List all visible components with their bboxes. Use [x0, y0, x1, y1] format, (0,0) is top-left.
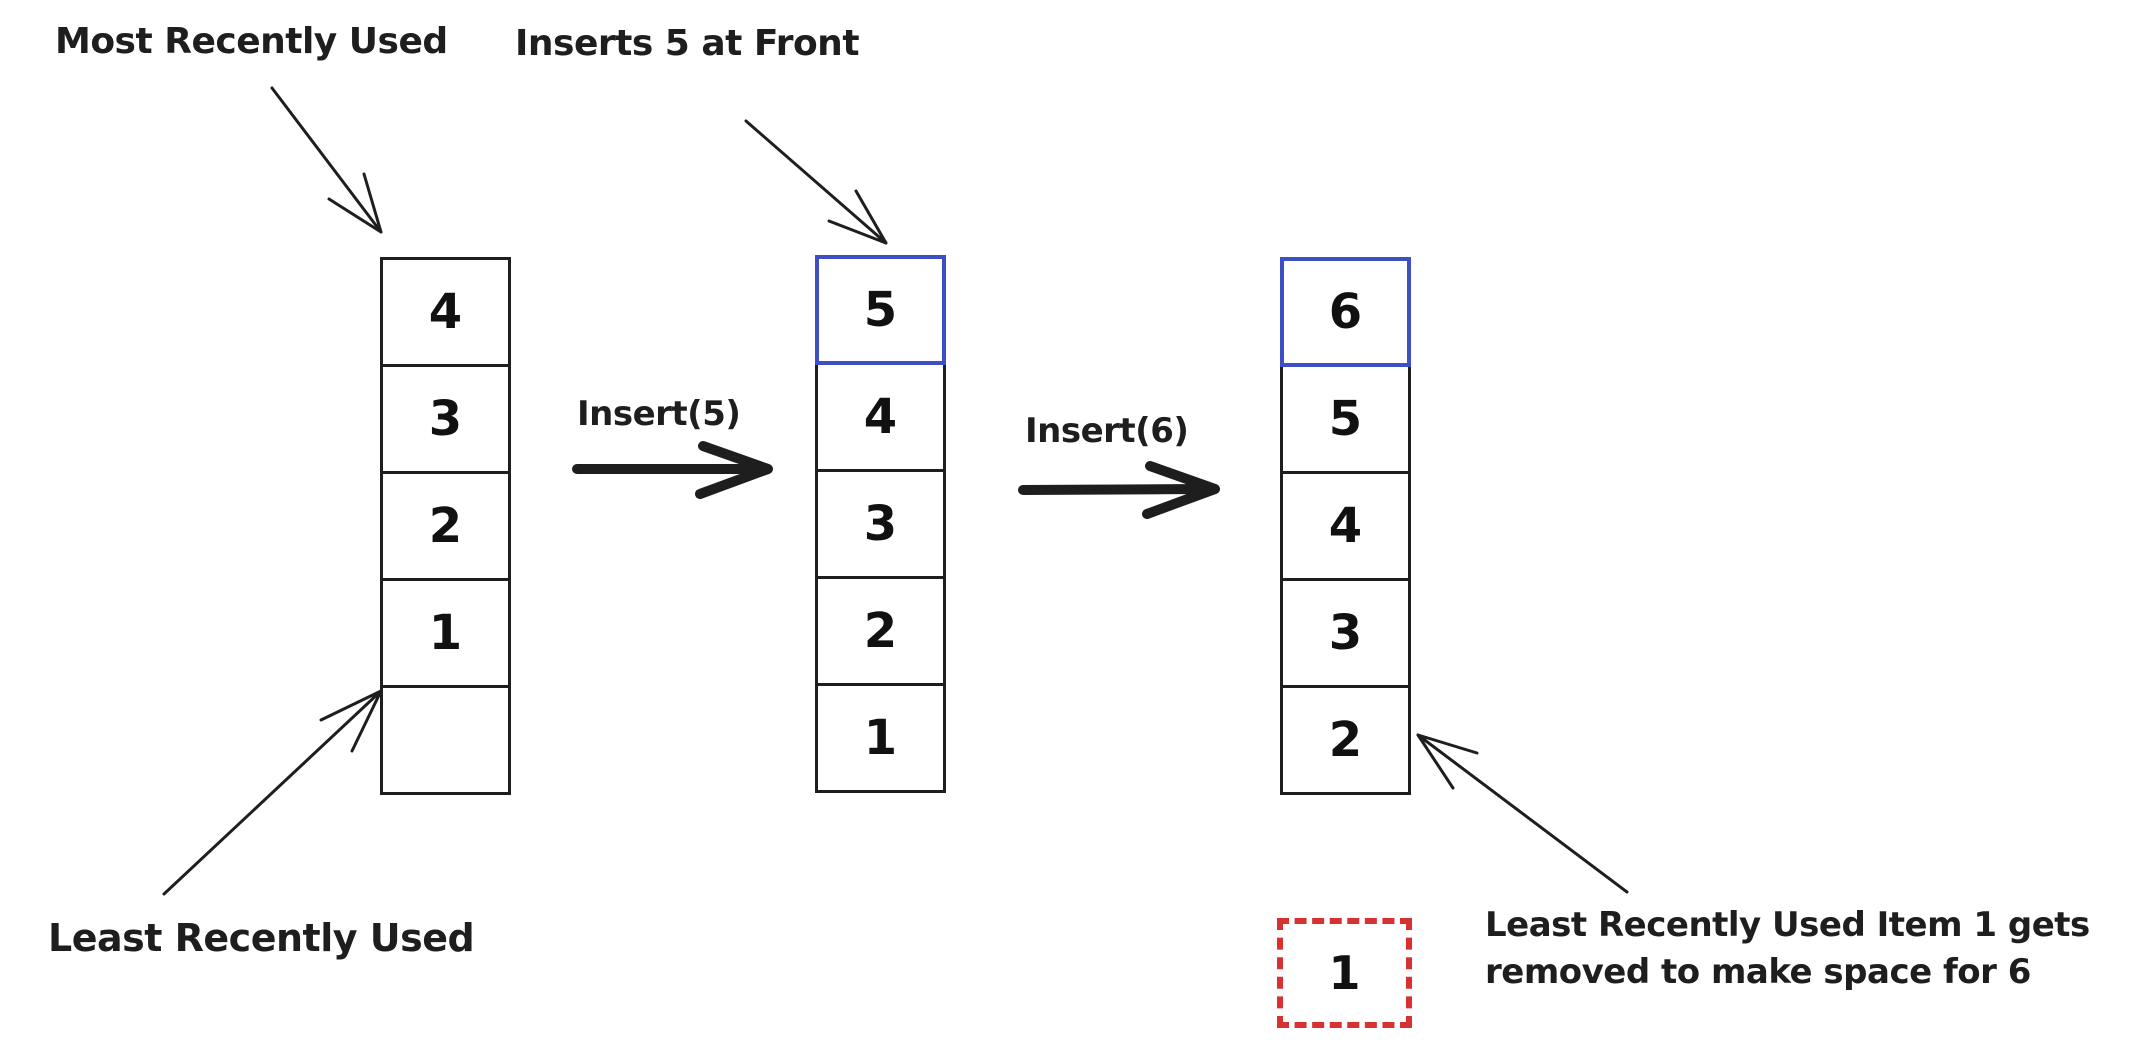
arrow-insert-6-icon	[1018, 461, 1220, 519]
cache-cell: 4	[1280, 471, 1411, 581]
arrow-most-recently-used-icon	[270, 86, 383, 234]
label-least-recently-used: Least Recently Used	[48, 916, 475, 960]
label-inserts-5-at-front: Inserts 5 at Front	[515, 23, 860, 64]
eviction-note-line1: Least Recently Used Item 1 gets	[1485, 905, 2090, 945]
cache-cell: 3	[380, 364, 511, 474]
cache-cell: 1	[380, 578, 511, 688]
arrow-least-recently-used-icon	[162, 689, 383, 896]
cache-cell-empty	[380, 685, 511, 795]
cache-cell-highlighted: 5	[815, 255, 946, 365]
cache-cell: 3	[1280, 578, 1411, 688]
cache-cell: 4	[815, 362, 946, 472]
cache-cell: 4	[380, 257, 511, 367]
arrow-evicted-item-icon	[1416, 733, 1629, 894]
cache-cell: 1	[815, 683, 946, 793]
label-insert-6: Insert(6)	[1025, 411, 1189, 451]
label-insert-5: Insert(5)	[577, 394, 741, 434]
cache-stack-after-insert-5: 5 4 3 2 1	[815, 255, 946, 793]
eviction-note-line2: removed to make space for 6	[1485, 952, 2031, 992]
cache-cell: 2	[815, 576, 946, 686]
arrow-inserts-5-at-front-icon	[744, 119, 888, 245]
cache-cell: 2	[1280, 685, 1411, 795]
arrow-insert-5-icon	[572, 441, 773, 499]
evicted-item-box: 1	[1277, 918, 1412, 1028]
cache-cell: 2	[380, 471, 511, 581]
eviction-note: Least Recently Used Item 1 gets removed …	[1485, 902, 2090, 996]
label-most-recently-used: Most Recently Used	[55, 21, 448, 62]
cache-cell-highlighted: 6	[1280, 257, 1411, 367]
cache-cell: 5	[1280, 364, 1411, 474]
cache-stack-initial: 4 3 2 1	[380, 257, 511, 795]
cache-cell: 3	[815, 469, 946, 579]
cache-stack-after-insert-6: 6 5 4 3 2	[1280, 257, 1411, 795]
